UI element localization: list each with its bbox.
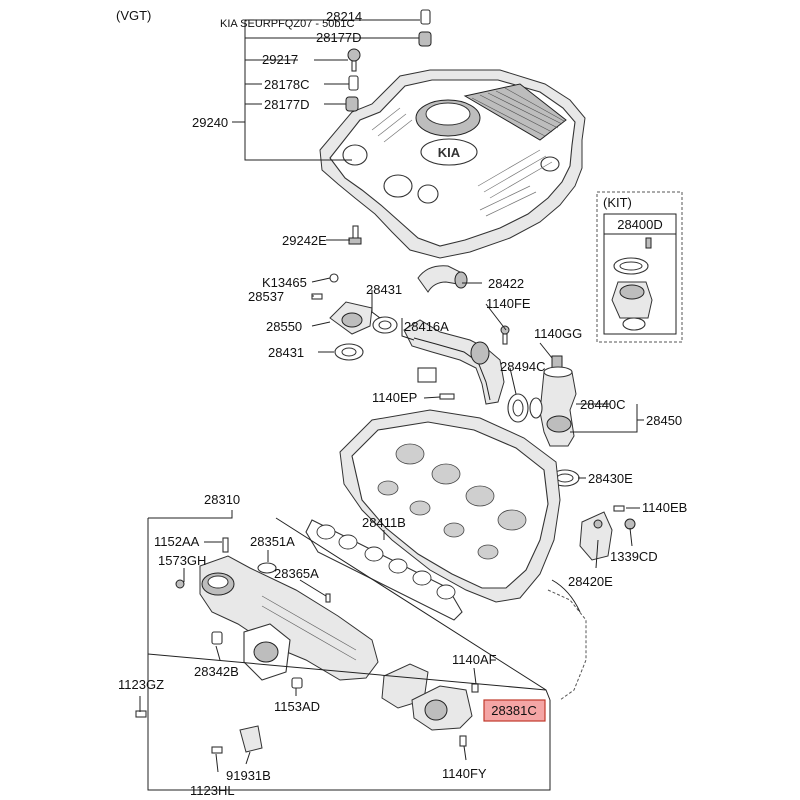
callout-28411b: 28411B — [362, 515, 406, 530]
callout-28365a: 28365A — [274, 566, 319, 581]
cover-logo: KIA — [438, 145, 461, 160]
callout-1140fe: 1140FE — [486, 296, 531, 311]
callout-k13465: K13465 — [262, 275, 307, 290]
callout-1140ep: 1140EP — [372, 390, 417, 405]
callout-1140eb: 1140EB — [642, 500, 687, 515]
cylinder-head — [339, 409, 587, 701]
callout-28537: 28537 — [248, 289, 284, 304]
callout-28431-bottom: 28431 — [268, 345, 304, 360]
highlight-box-28381c — [483, 699, 546, 722]
engine-cover: KIA — [319, 69, 586, 259]
callout-28440c: 28440C — [580, 397, 626, 412]
callout-28550: 28550 — [266, 319, 302, 334]
callout-28177d-top: 28177D — [316, 30, 362, 45]
callout-1140fy: 1140FY — [442, 766, 487, 781]
exhaust-gasket — [305, 519, 463, 621]
callout-1153ad: 1153AD — [274, 699, 320, 714]
callout-28351a: 28351A — [250, 534, 295, 549]
callout-1123hl: 1123HL — [190, 783, 235, 798]
callout-1339cd: 1339CD — [610, 549, 658, 564]
watermark-text: KIA SEURPFQZ07 - 50b1C — [220, 18, 355, 30]
callout-28177d-bottom: 28177D — [264, 97, 310, 112]
kit-part-number: 28400D — [617, 217, 663, 232]
callout-28450: 28450 — [646, 413, 682, 428]
callout-1140af: 1140AF — [452, 652, 497, 667]
callout-29240: 29240 — [192, 115, 228, 130]
callout-28342b: 28342B — [194, 664, 239, 679]
intake-manifold — [135, 537, 379, 754]
callout-1573gh: 1573GH — [158, 553, 206, 568]
callout-91931b: 91931B — [226, 768, 271, 783]
variant-label: (VGT) — [116, 8, 151, 23]
callout-29242e: 29242E — [282, 233, 327, 248]
callout-28178c: 28178C — [264, 77, 310, 92]
callout-28431-top: 28431 — [366, 282, 402, 297]
callout-29217: 29217 — [262, 52, 298, 67]
callout-28381c: 28381C — [491, 703, 537, 718]
kit-box: (KIT) 28400D — [596, 191, 683, 343]
callout-1140gg: 1140GG — [534, 326, 582, 341]
callout-28430e: 28430E — [588, 471, 633, 486]
callout-28214: 28214 — [326, 9, 362, 24]
callout-28494c: 28494C — [500, 359, 546, 374]
callout-28416a: 28416A — [404, 319, 449, 334]
callout-28422: 28422 — [488, 276, 524, 291]
callout-28420e: 28420E — [568, 574, 613, 589]
kit-label: (KIT) — [603, 195, 632, 210]
callout-1123gz: 1123GZ — [118, 677, 164, 692]
callout-labels: (VGT) KIA SEURPFQZ07 - 50b1C 28214 28177… — [116, 8, 687, 798]
cover-fasteners — [345, 9, 432, 245]
callout-1152aa: 1152AA — [154, 534, 200, 549]
callout-28310: 28310 — [204, 492, 240, 507]
throttle-actuator — [381, 663, 479, 747]
leader-lines — [139, 19, 644, 791]
